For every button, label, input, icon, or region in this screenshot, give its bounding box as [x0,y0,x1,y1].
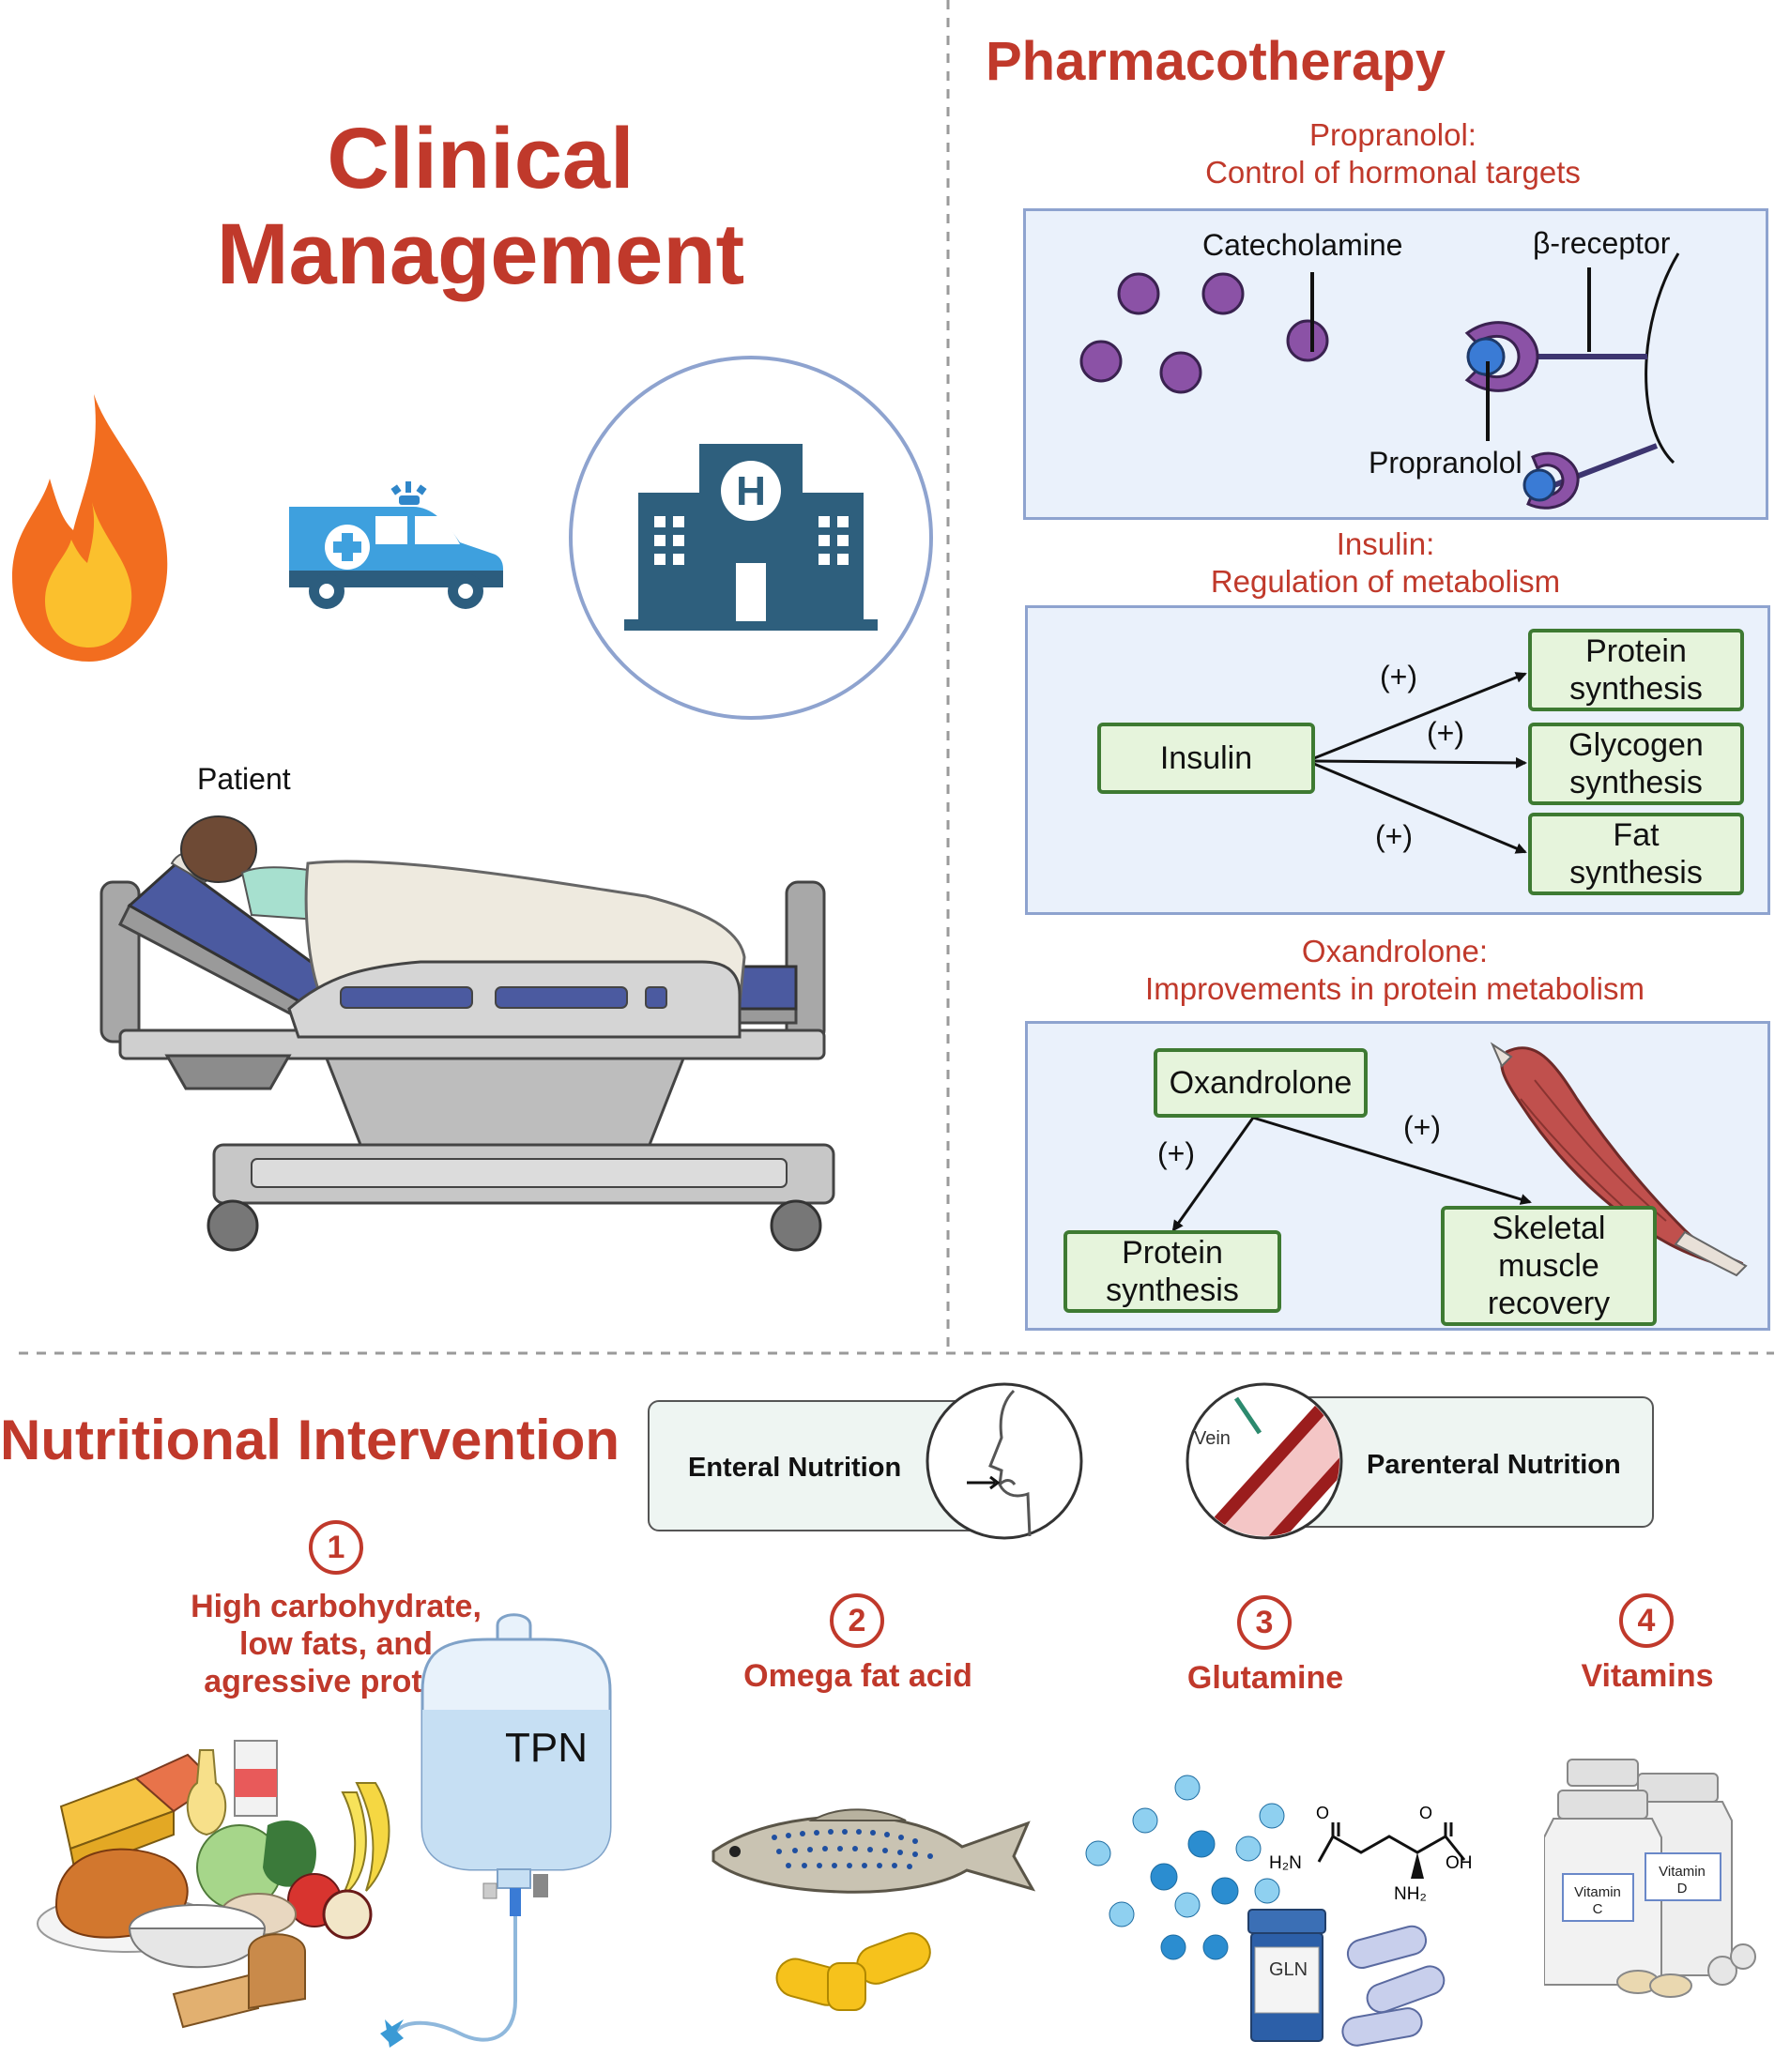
vitamin-c-line2: C [1592,1901,1603,1917]
clinical-title: Clinical Management [217,111,744,302]
insulin-heading-line1: Insulin: [1336,526,1435,561]
glutamine-beads-icon [1085,1775,1285,1960]
hospital-bed-icon [99,815,835,1252]
insulin-arrow-fat [1313,762,1527,854]
propranolol-label: Propranolol [1369,446,1522,480]
oxandrolone-box: Oxandrolone [1154,1048,1368,1118]
oxandrolone-diagram [1171,1042,1748,1277]
propranolol-molecule [1522,468,1556,502]
vitamin-d-line2: D [1676,1881,1688,1897]
propranolol-heading-line1: Propranolol: [1309,117,1476,152]
vein-label: Vein [1194,1428,1231,1449]
propranolol-diagram [1079,252,1680,510]
vitamin-c-label: Vitamin C [1574,1884,1621,1918]
catecholamine-molecule [1201,272,1245,315]
oxandrolone-heading: Oxandrolone: Improvements in protein met… [1145,933,1645,1008]
gln-bottle-icon [1247,1909,1326,2042]
face-mouth-icon [926,1382,1083,1540]
insulin-arrow-protein [1313,672,1527,760]
plus-sign: (+) [1403,1110,1441,1144]
chem-o1: O [1316,1804,1330,1822]
item-1-line1: High carbohydrate, [191,1589,482,1624]
plus-sign: (+) [1427,716,1464,750]
catecholamine-molecule [1286,319,1329,362]
fat-synthesis-line1: Fat [1613,817,1660,853]
vitamin-c-line1: Vitamin [1574,1884,1621,1900]
protein-synthesis-line2: synthesis [1569,671,1703,707]
vitamin-d-line1: Vitamin [1659,1864,1706,1880]
gln-label: GLN [1269,1959,1308,1980]
propranolol-panel: Catecholamine β-receptor Propranolol [1023,208,1768,520]
insulin-heading: Insulin: Regulation of metabolism [1211,526,1560,601]
vitamin-bottles-icon [1544,1759,1756,1998]
catecholamine-molecule [1159,351,1202,394]
vein-icon [1186,1382,1343,1540]
skeletal-line1: Skeletal [1492,1211,1606,1246]
item-4-label: Vitamins [1581,1658,1714,1694]
insulin-box: Insulin [1097,723,1315,794]
gln-capsules-icon [1341,1925,1446,2047]
hospital-icon: H [569,356,933,720]
vitamin-d-label: Vitamin D [1659,1864,1706,1897]
insulin-arrow-glycogen [1313,756,1527,769]
patient-label: Patient [197,762,291,796]
clinical-title-line1: Clinical [327,111,635,206]
clinical-title-line2: Management [216,206,745,302]
catecholamine-molecule [1117,272,1160,315]
omega-capsules-icon [775,1932,931,2011]
item-number-3: 3 [1237,1595,1292,1650]
beta-receptor-label: β-receptor [1533,226,1671,260]
protein-synthesis-line1: Protein [1585,633,1687,669]
insulin-arrows [1313,672,1527,854]
pharma-title: Pharmacotherapy [986,31,1446,92]
plus-sign: (+) [1380,660,1417,693]
chem-h2n: H₂N [1269,1853,1302,1873]
catecholamine-molecule [1079,340,1123,383]
muscle-icon [1490,1042,1748,1277]
glutamine-structure [1317,1822,1466,1879]
chem-o2: O [1419,1804,1433,1822]
tpn-label: TPN [505,1725,588,1771]
chem-nh2: NH₂ [1394,1884,1427,1904]
propranolol-heading-line2: Control of hormonal targets [1205,155,1581,190]
food-illustration [37,1740,390,2029]
item-1-line2: low fats, and [239,1626,433,1662]
plus-sign: (+) [1157,1136,1195,1170]
ambulance-icon [289,481,503,609]
propranolol-heading: Propranolol: Control of hormonal targets [1205,116,1581,191]
fat-synthesis-line2: synthesis [1569,855,1703,891]
item-number-2: 2 [830,1593,884,1648]
plus-sign: (+) [1375,819,1413,853]
oxandrolone-protein-line1: Protein [1122,1235,1223,1271]
glycogen-synthesis-line1: Glycogen [1568,727,1704,763]
fire-icon [12,394,168,662]
insulin-heading-line2: Regulation of metabolism [1210,564,1561,599]
item-number-4: 4 [1619,1593,1674,1648]
skeletal-line2: muscle [1498,1248,1599,1284]
svg-text:H: H [736,468,766,514]
enteral-nutrition-label: Enteral Nutrition [688,1453,902,1483]
glycogen-synthesis-line2: synthesis [1569,765,1703,800]
skeletal-line3: recovery [1487,1286,1611,1321]
chem-oh: OH [1446,1853,1473,1873]
oxandrolone-heading-line1: Oxandrolone: [1301,934,1489,968]
item-2-label: Omega fat acid [743,1658,972,1694]
parenteral-nutrition-label: Parenteral Nutrition [1367,1450,1621,1480]
tpn-bag-icon [380,1613,612,2048]
fish-icon [711,1808,1036,1894]
oxandrolone-heading-line2: Improvements in protein metabolism [1145,971,1645,1006]
item-number-1: 1 [309,1520,363,1575]
oxandrolone-protein-line2: synthesis [1106,1272,1239,1308]
nutrition-title: Nutritional Intervention [0,1409,620,1471]
item-3-label: Glutamine [1186,1660,1344,1696]
catecholamine-label: Catecholamine [1202,228,1403,262]
